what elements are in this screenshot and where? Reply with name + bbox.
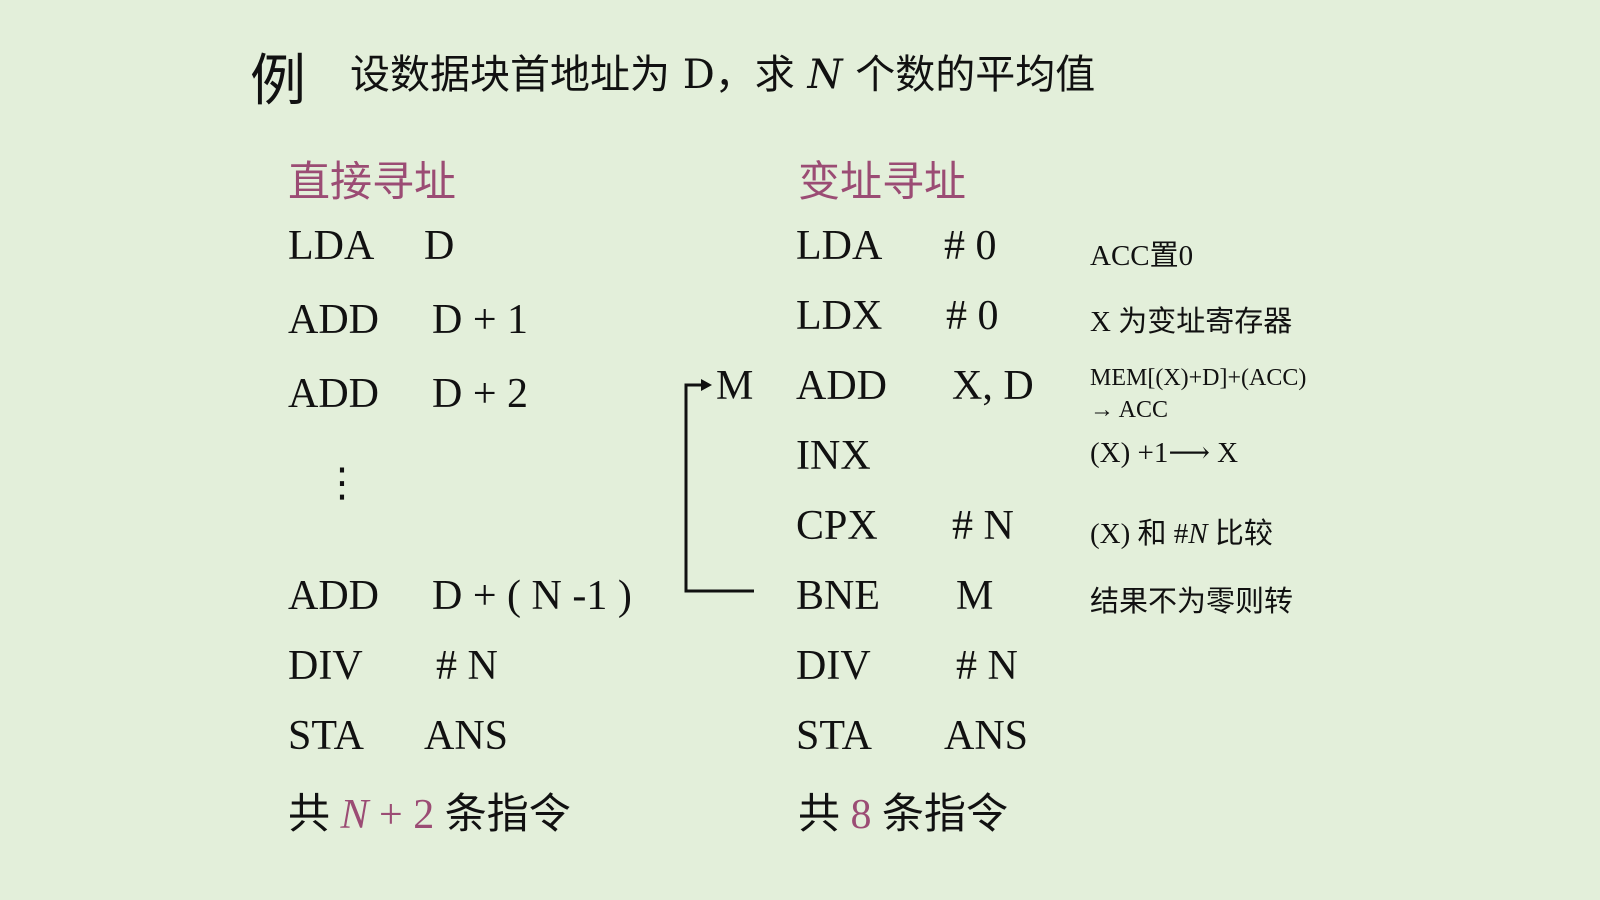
left-arg-3: D + 2 (432, 371, 529, 417)
right-arg-5: # N (952, 503, 1014, 549)
page-title: 设数据块首地址为 D，求 N 个数的平均值 (350, 42, 1095, 100)
left-arg-6: ANS (424, 713, 509, 759)
right-op-1: LDA (796, 223, 883, 269)
right-arg-1: # 0 (944, 223, 997, 269)
right-note-3-line2: → ACC (1090, 397, 1169, 423)
title-prefix: 设数据块首地址为 D，求 (350, 52, 808, 98)
right-arg-7: # N (956, 643, 1018, 689)
right-note-3: MEM[(X)+D]+(ACC) → ACC (1090, 362, 1306, 426)
indexed-addressing-heading: 变址寻址 (798, 157, 967, 206)
left-op-2: ADD (288, 297, 379, 343)
right-note-5: (X) 和 #N 比较 (1090, 510, 1273, 552)
left-op-4: ADD (288, 573, 379, 619)
left-op-6: STA (288, 713, 364, 759)
right-op-2: LDX (796, 293, 883, 339)
right-total-value: 8 (850, 792, 872, 838)
right-op-5: CPX (796, 503, 878, 549)
right-note-3-line1: MEM[(X)+D]+(ACC) (1090, 365, 1307, 391)
right-arg-2: # 0 (946, 293, 999, 339)
right-total: 共 8 条指令 (798, 780, 1008, 841)
right-op-3: ADD (796, 363, 887, 409)
left-total-var: N (340, 792, 369, 838)
left-op-3: ADD (288, 371, 379, 417)
left-arg-4: D + ( N -1 ) (432, 573, 632, 619)
right-note-5-prefix: (X) 和 # (1090, 518, 1189, 550)
left-arg-1: D (424, 223, 455, 269)
right-op-4: INX (796, 433, 871, 479)
right-total-suffix: 条指令 (871, 792, 1009, 838)
right-note-5-var: N (1188, 518, 1208, 550)
left-arg-5: # N (436, 643, 498, 689)
right-arg-6: M (956, 573, 994, 619)
right-note-1: ACC置0 (1090, 240, 1194, 272)
left-op-5: DIV (288, 643, 363, 689)
left-total-rest: + 2 (368, 792, 435, 838)
right-op-6: BNE (796, 573, 880, 619)
right-arg-8: ANS (944, 713, 1029, 759)
arrowhead-icon (701, 379, 712, 391)
right-arg-3: X, D (952, 363, 1034, 409)
right-note-6: 结果不为零则转 (1090, 586, 1294, 618)
left-arg-2: D + 1 (432, 297, 529, 343)
right-note-2: X 为变址寄存器 (1090, 306, 1293, 338)
left-total: 共 N + 2 条指令 (288, 780, 571, 841)
example-marker: 例 (250, 49, 306, 114)
right-op-8: STA (796, 713, 872, 759)
title-variable: N (807, 52, 843, 98)
direct-addressing-heading: 直接寻址 (288, 157, 457, 206)
left-total-prefix: 共 (288, 792, 341, 838)
right-note-5-suffix: 比较 (1207, 518, 1273, 550)
left-op-1: LDA (288, 223, 375, 269)
left-total-suffix: 条指令 (434, 792, 571, 838)
title-suffix: 个数的平均值 (842, 52, 1096, 98)
loop-label-m: M (716, 363, 754, 409)
right-total-prefix: 共 (798, 792, 851, 838)
right-note-4: (X) +1⟶ X (1090, 437, 1239, 469)
right-op-7: DIV (796, 643, 871, 689)
